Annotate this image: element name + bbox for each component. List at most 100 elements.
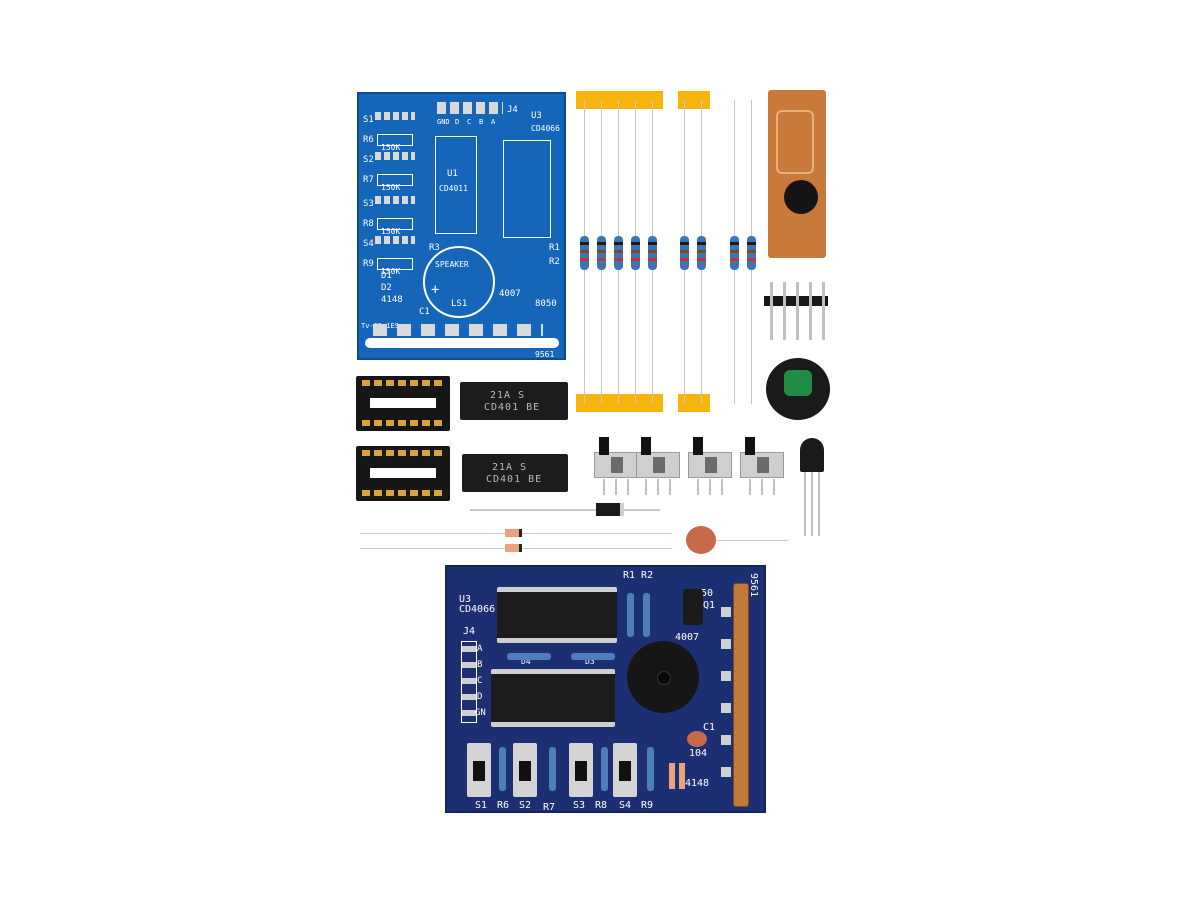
cap-mounted <box>687 731 707 747</box>
diode-4007 <box>596 503 624 516</box>
speaker-footprint <box>423 246 495 318</box>
mounted-resistor <box>549 747 556 791</box>
mounted-resistor <box>643 593 650 637</box>
module-trace <box>776 110 814 174</box>
resistor-tape-top <box>678 91 710 109</box>
pcb-label-s3: S3 <box>363 199 374 209</box>
label-r7: R7 <box>543 802 556 813</box>
resistor-body <box>747 236 756 270</box>
pad-row <box>375 112 415 120</box>
label-r6: R6 <box>497 800 510 811</box>
resistor-body <box>730 236 739 270</box>
pad-row <box>375 236 415 244</box>
ceramic-capacitor <box>686 526 716 554</box>
bottom-pads <box>373 324 543 336</box>
pcb-label-s1: S1 <box>363 115 374 125</box>
resistor-body <box>631 236 640 270</box>
resistor-footprint: 150K <box>377 174 413 192</box>
speaker-label: SPEAKER <box>435 260 469 269</box>
pcb-label-r6: R6 <box>363 135 374 145</box>
transistor-ref: Q1 <box>703 600 716 611</box>
ic-chip: 21A S CD401 BE <box>462 454 568 492</box>
u3-footprint <box>503 140 551 238</box>
switch-s4[interactable] <box>613 743 637 797</box>
header-pin-gnd: GND <box>437 118 450 126</box>
u3-part: CD4066 <box>531 124 560 133</box>
plus-sign: + <box>431 282 440 298</box>
u3-part: CD4066 <box>459 604 496 615</box>
cap-ref: C1 <box>419 307 430 317</box>
r1r2-label: R1 R2 <box>623 570 654 581</box>
header-pads <box>437 102 503 114</box>
pcb-label-r9: R9 <box>363 259 374 269</box>
transistor-part: 8050 <box>535 299 557 309</box>
ic-chip-line1: 21A S <box>492 462 528 473</box>
ic-chip-line2: CD401 BE <box>486 474 543 485</box>
label-s3: S3 <box>573 800 586 811</box>
transistor-body <box>683 589 703 625</box>
board-code: 9561 <box>748 573 759 598</box>
cap-lead <box>700 540 788 541</box>
sound-module-board <box>768 90 826 258</box>
j4-pin-gn: GN <box>475 708 486 718</box>
transistor <box>798 438 826 538</box>
glass-diode <box>505 529 522 537</box>
header-pin-d: D <box>455 118 460 126</box>
mounted-resistor <box>571 653 615 660</box>
pin-header <box>764 282 828 340</box>
pad-row <box>375 196 415 204</box>
ic-chip-line1: 21A S <box>490 390 526 401</box>
diode-value: 4148 <box>685 778 710 789</box>
pcb-label-d1: D1 <box>381 271 392 281</box>
resistor-footprint: 150K <box>377 134 413 152</box>
ic-chip: 21A S CD401 BE <box>460 382 568 420</box>
switch-s2[interactable] <box>513 743 537 797</box>
speaker-ref: LS1 <box>451 299 468 309</box>
switch-s1[interactable] <box>467 743 491 797</box>
j4-header <box>461 641 477 723</box>
resistor-footprint: 150K <box>377 218 413 236</box>
diode-lead <box>470 509 660 511</box>
ic-cd4066 <box>497 587 617 643</box>
resistor-mark: 150K <box>381 227 401 236</box>
mounted-resistor <box>647 747 654 791</box>
pcb-label-s4: S4 <box>363 239 374 249</box>
pcb-label-r8: R8 <box>363 219 374 229</box>
board-code: 9561 <box>535 350 555 359</box>
label-r8: R8 <box>595 800 608 811</box>
pad-row <box>375 152 415 160</box>
bottom-slot <box>365 338 559 348</box>
resistor-body <box>614 236 623 270</box>
r2-label: R2 <box>549 257 560 267</box>
r3-label: R3 <box>429 243 440 253</box>
slide-switch <box>594 437 638 495</box>
j4-pin-a: A <box>477 644 483 654</box>
ic-chip-line2: CD401 BE <box>484 402 541 413</box>
label-s2: S2 <box>519 800 532 811</box>
j4-pin-b: B <box>477 660 483 670</box>
resistor-body <box>697 236 706 270</box>
cap-ref: C1 <box>703 722 716 733</box>
buzzer <box>766 358 830 420</box>
slide-switch <box>740 437 784 495</box>
resistor-footprint: 150K <box>377 258 413 276</box>
resistor-mark: 150K <box>381 183 401 192</box>
mounted-resistor <box>499 747 506 791</box>
cap-value: 104 <box>689 748 708 759</box>
resistor-body <box>580 236 589 270</box>
ic-socket <box>356 446 450 501</box>
j4-pin-c: C <box>477 676 483 686</box>
resistor-tape-bottom <box>576 394 663 412</box>
resistor-body <box>648 236 657 270</box>
pcb-label-d2: D2 <box>381 283 392 293</box>
mounted-resistor <box>507 653 551 660</box>
header-pin-c: C <box>467 118 472 126</box>
u1-part: CD4011 <box>439 184 468 193</box>
switch-s3[interactable] <box>569 743 593 797</box>
mounted-resistor <box>601 747 608 791</box>
resistor-mark: 150K <box>381 267 401 276</box>
assembled-pcb: U3 CD4066 J4 A B C D GN R1 R2 8050 Q1 40… <box>445 565 766 813</box>
label-s1: S1 <box>475 800 488 811</box>
sound-module-mounted <box>733 583 749 807</box>
diode-part: 4007 <box>675 632 700 643</box>
